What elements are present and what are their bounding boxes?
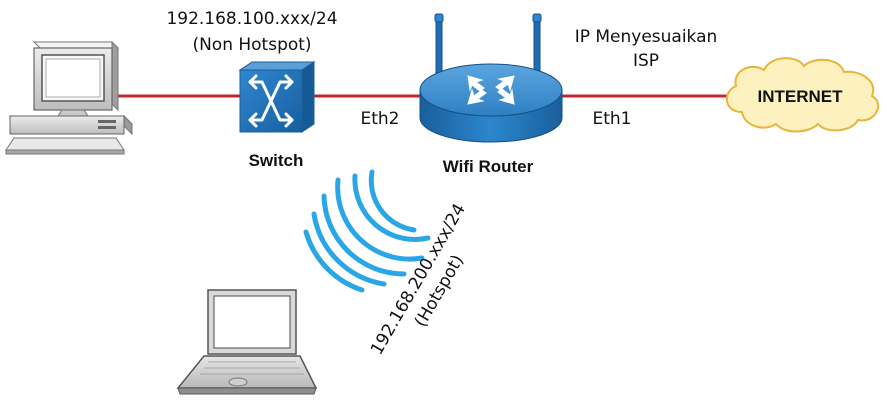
isp-label-line1: IP Menyesuaikan xyxy=(575,27,718,47)
isp-label-line2: ISP xyxy=(633,51,659,71)
wifi-signal-icon xyxy=(303,169,431,293)
non-hotspot-note-label: (Non Hotspot) xyxy=(192,35,311,55)
laptop-icon xyxy=(176,289,318,395)
internet-label: INTERNET xyxy=(758,87,844,106)
eth1-label: Eth1 xyxy=(593,109,632,129)
router-label: Wifi Router xyxy=(443,157,534,176)
internet-cloud-icon xyxy=(726,57,879,133)
wireless-router-icon xyxy=(419,13,563,143)
eth2-label: Eth2 xyxy=(361,109,400,129)
switch-label: Switch xyxy=(249,151,304,170)
desktop-computer-icon xyxy=(5,40,134,155)
non-hotspot-ip-label: 192.168.100.xxx/24 xyxy=(166,9,337,29)
network-switch-icon xyxy=(238,61,316,133)
